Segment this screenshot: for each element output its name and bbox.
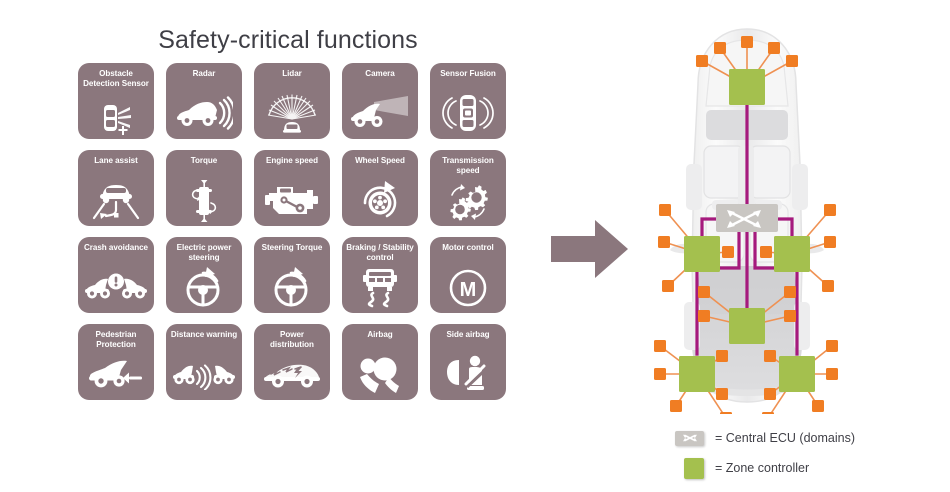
electric-power-steering-icon xyxy=(166,265,242,309)
legend-item-zone-controller: = Zone controller xyxy=(684,453,950,483)
tile-label: Camera xyxy=(365,69,395,78)
wheel-speed-icon xyxy=(342,180,418,222)
power-distribution-icon xyxy=(254,352,330,396)
tile-motor-control[interactable]: Motor control M xyxy=(430,237,506,313)
side-airbag-icon xyxy=(430,352,506,396)
tile-wheel-speed[interactable]: Wheel Speed xyxy=(342,150,418,226)
tile-label: Steering Torque xyxy=(261,243,323,252)
legend-item-central-ecu: = Central ECU (domains) xyxy=(675,423,950,453)
tile-label: Distance warning xyxy=(170,330,238,339)
zone-controllers xyxy=(679,69,815,392)
tile-label: Crash avoidance xyxy=(83,243,149,252)
tile-pedestrian-protection[interactable]: Pedestrian Protection xyxy=(78,324,154,400)
motor-control-icon: M xyxy=(430,265,506,309)
legend-label: = Central ECU (domains) xyxy=(715,431,855,445)
tile-airbag[interactable]: Airbag xyxy=(342,324,418,400)
shuffle-icon xyxy=(682,434,697,442)
camera-icon xyxy=(342,91,418,135)
tile-lidar[interactable]: Lidar xyxy=(254,63,330,139)
tile-label: Transmission speed xyxy=(442,156,494,175)
shuffle-icon xyxy=(728,210,760,228)
tile-label: Wheel Speed xyxy=(355,156,405,165)
tile-label: Radar xyxy=(192,69,216,78)
tile-label: Motor control xyxy=(442,243,494,252)
radar-icon xyxy=(166,91,242,135)
tile-transmission-speed[interactable]: Transmission speed xyxy=(430,150,506,226)
steering-torque-icon xyxy=(254,265,330,309)
lane-assist-icon xyxy=(78,180,154,222)
obstacle-detection-sensor-icon xyxy=(78,101,154,137)
sensor-fusion-icon xyxy=(430,91,506,135)
tile-steering-torque[interactable]: Steering Torque xyxy=(254,237,330,313)
distance-warning-icon xyxy=(166,352,242,396)
tile-label: Engine speed xyxy=(265,156,319,165)
zone-controller-swatch xyxy=(684,457,704,479)
tile-label: Obstacle Detection Sensor xyxy=(83,69,149,88)
tile-radar[interactable]: Radar xyxy=(166,63,242,139)
tile-braking-stability-control[interactable]: Braking / Stability control xyxy=(342,237,418,313)
tile-electric-power-steering[interactable]: Electric power steering xyxy=(166,237,242,313)
safety-critical-functions-panel: Safety-critical functions Obstacle Detec… xyxy=(78,26,506,400)
tile-label: Torque xyxy=(190,156,218,165)
tile-torque[interactable]: Torque xyxy=(166,150,242,226)
torque-icon xyxy=(166,180,242,222)
legend-label: = Zone controller xyxy=(715,461,810,475)
tile-crash-avoidance[interactable]: Crash avoidance xyxy=(78,237,154,313)
svg-text:M: M xyxy=(460,279,477,301)
central-ecu-node xyxy=(716,204,778,232)
tile-label: Airbag xyxy=(367,330,393,339)
zonal-architecture-panel: = Central ECU (domains) = Zone controlle… xyxy=(640,0,950,492)
tile-label: Side airbag xyxy=(446,330,490,339)
vehicle-zonal-architecture-diagram xyxy=(640,14,855,424)
tile-camera[interactable]: Camera xyxy=(342,63,418,139)
tile-label: Pedestrian Protection xyxy=(95,330,137,349)
tile-sensor-fusion[interactable]: Sensor Fusion xyxy=(430,63,506,139)
diagram-legend: = Central ECU (domains) = Zone controlle… xyxy=(675,423,950,483)
braking-stability-control-icon xyxy=(342,265,418,309)
tile-lane-assist[interactable]: Lane assist xyxy=(78,150,154,226)
transmission-speed-icon xyxy=(430,180,506,222)
right-arrow-icon xyxy=(551,218,629,280)
lidar-icon xyxy=(254,91,330,135)
page-title: Safety-critical functions xyxy=(158,26,418,54)
crash-avoidance-icon xyxy=(78,265,154,309)
function-tile-grid: Obstacle Detection Sensor xyxy=(78,63,506,400)
pedestrian-protection-icon xyxy=(78,352,154,396)
tile-label: Power distribution xyxy=(270,330,314,349)
tile-label: Sensor Fusion xyxy=(440,69,496,78)
central-ecu-swatch xyxy=(675,430,704,446)
tile-side-airbag[interactable]: Side airbag xyxy=(430,324,506,400)
tile-label: Lidar xyxy=(282,69,302,78)
tile-label: Braking / Stability control xyxy=(346,243,414,262)
tile-label: Lane assist xyxy=(94,156,138,165)
engine-speed-icon xyxy=(254,180,330,222)
tile-obstacle-detection-sensor[interactable]: Obstacle Detection Sensor xyxy=(78,63,154,139)
airbag-icon xyxy=(342,352,418,396)
tile-distance-warning[interactable]: Distance warning xyxy=(166,324,242,400)
tile-engine-speed[interactable]: Engine speed xyxy=(254,150,330,226)
tile-label: Electric power steering xyxy=(176,243,232,262)
tile-power-distribution[interactable]: Power distribution xyxy=(254,324,330,400)
